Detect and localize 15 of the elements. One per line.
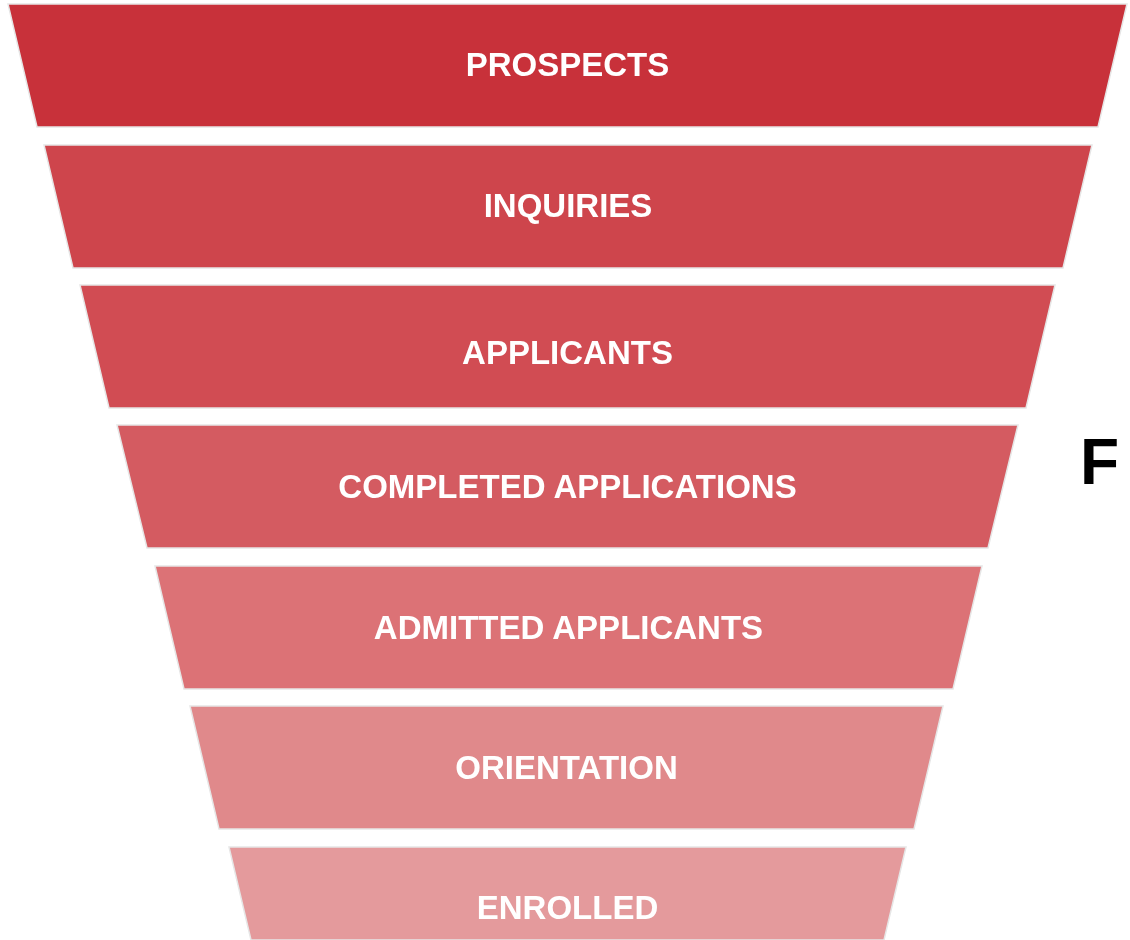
stage-label: PROSPECTS [464,46,671,84]
funnel-stage [229,847,906,940]
funnel-stage [190,706,943,829]
funnel-stage [155,566,982,689]
funnel-stage [117,425,1018,548]
stage-label: INQUIRIES [482,187,654,225]
stage-label: COMPLETED APPLICATIONS [337,468,798,506]
funnel-stage [8,4,1127,127]
partial-text: F [1080,425,1120,499]
funnel-stage [80,285,1055,408]
stage-label: ORIENTATION [454,749,679,787]
stage-label: ADMITTED APPLICANTS [372,609,765,647]
stage-label: ENROLLED [475,889,660,927]
stage-label: APPLICANTS [461,334,674,372]
funnel-stage [44,145,1092,268]
